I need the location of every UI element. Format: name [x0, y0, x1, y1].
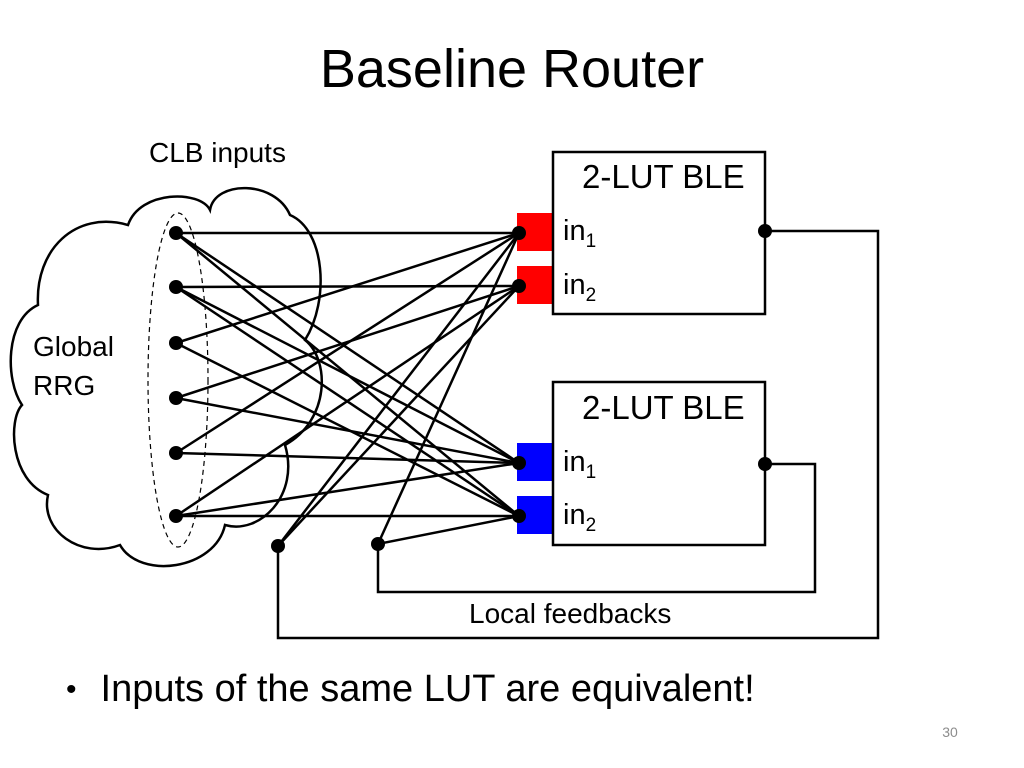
- ble-bottom-in2-label: in2: [563, 499, 596, 536]
- pin-node: [512, 226, 526, 240]
- pin-node: [512, 456, 526, 470]
- bullet-text: Inputs of the same LUT are equivalent!: [100, 668, 755, 710]
- ble-bottom-in1-label: in1: [563, 446, 596, 483]
- ble-top-in2-label: in2: [563, 269, 596, 306]
- global-rrg-label-line1: Global: [33, 331, 114, 362]
- clb-input-nodes: [169, 226, 183, 523]
- ble-top-output-node: [758, 224, 772, 238]
- connection-lines: [175, 231, 521, 547]
- feedback-node: [371, 537, 385, 551]
- local-feedbacks-label: Local feedbacks: [469, 598, 671, 629]
- feedback-node: [271, 539, 285, 553]
- bullet-dot-icon: •: [66, 672, 77, 706]
- ble-top-in1-label: in1: [563, 215, 596, 252]
- clb-input-node: [169, 509, 183, 523]
- clb-input-node: [169, 446, 183, 460]
- clb-input-node: [169, 280, 183, 294]
- clb-inputs-label: CLB inputs: [149, 137, 286, 168]
- bullet-item: • Inputs of the same LUT are equivalent!: [66, 668, 755, 711]
- pin-node: [512, 279, 526, 293]
- pin-node: [512, 509, 526, 523]
- page-number: 30: [942, 724, 958, 740]
- global-rrg-cloud: [9, 186, 324, 568]
- pin-nodes: [512, 226, 526, 523]
- ble-top-title: 2-LUT BLE: [582, 158, 745, 195]
- feedback-loop-bottom: [376, 462, 817, 594]
- clb-input-node: [169, 391, 183, 405]
- slide-title: Baseline Router: [319, 39, 705, 99]
- ble-bottom-title: 2-LUT BLE: [582, 389, 745, 426]
- global-rrg-label-line2: RRG: [33, 370, 95, 401]
- feedback-loop-top: [276, 229, 880, 640]
- clb-inputs-ellipse: [147, 212, 209, 548]
- ble-bottom-output-node: [758, 457, 772, 471]
- clb-input-node: [169, 336, 183, 350]
- clb-input-node: [169, 226, 183, 240]
